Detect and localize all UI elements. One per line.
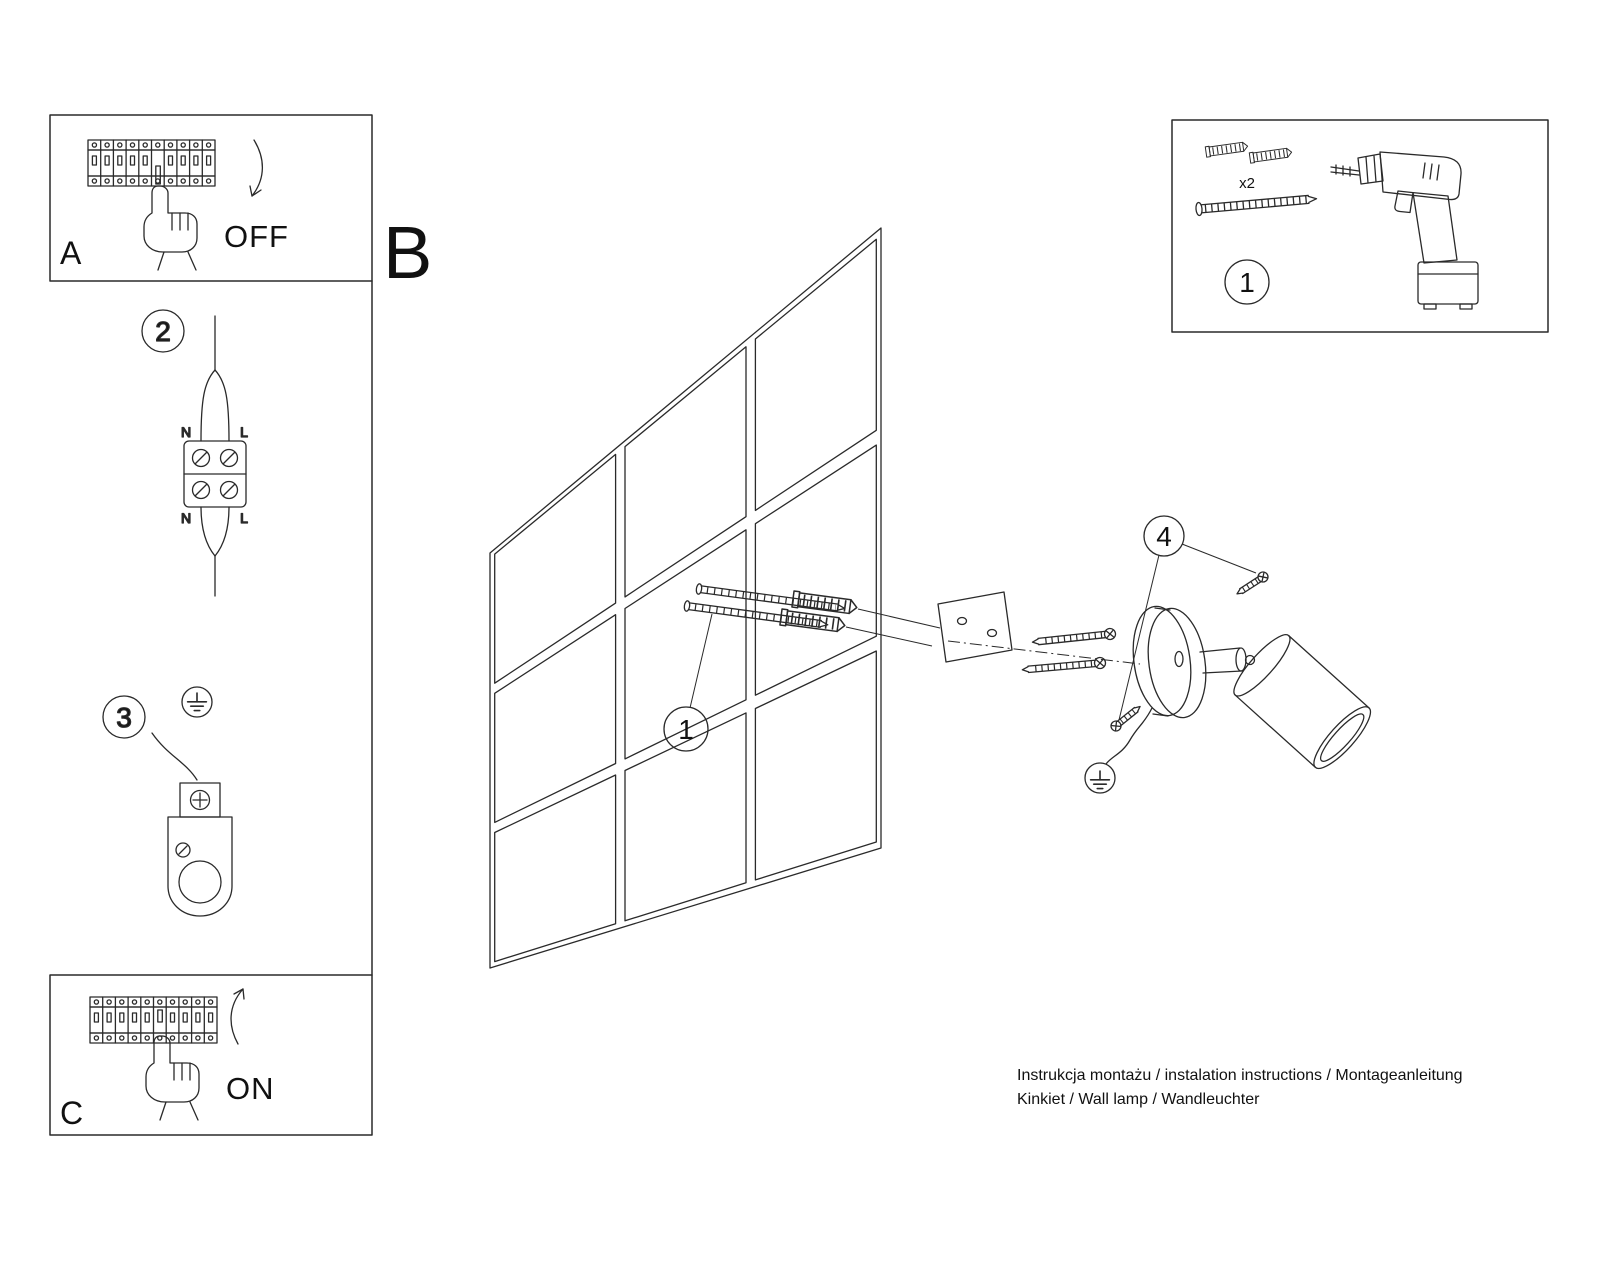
screw-icon: [1236, 571, 1269, 595]
screw-icon: [1021, 656, 1107, 674]
breaker-lever-up: [157, 1009, 163, 1023]
wall-plug-icon: [1249, 147, 1292, 163]
terminal-n-top: N: [181, 424, 191, 440]
center-axis-line: [947, 640, 1141, 665]
screw-icon: [695, 583, 846, 612]
lamp-arm: [1199, 647, 1256, 674]
mounting-bracket: [937, 591, 1013, 663]
dowel-count-label: x2: [1239, 175, 1255, 192]
callout-4-number: 4: [1156, 521, 1172, 552]
terminal-n-bottom: N: [181, 510, 191, 526]
step-3-earth-holder: 3: [102, 686, 233, 917]
caption-line-2: Kinkiet / Wall lamp / Wandleuchter: [1017, 1091, 1260, 1108]
step-c-power-on: ON C: [60, 988, 275, 1131]
step-1-number: 1: [1239, 267, 1255, 298]
wall-fixings: 1: [663, 583, 941, 752]
wall-plug-icon: [1205, 141, 1248, 157]
breaker-lever-down: [155, 165, 161, 185]
canopy: [1132, 605, 1207, 719]
wall-plug-icon: [780, 609, 846, 633]
screw-icon: [1110, 705, 1141, 732]
step-a-power-off: OFF A: [60, 139, 289, 271]
label-on: ON: [226, 1071, 275, 1106]
step-2-number: 2: [155, 316, 171, 347]
drill-icon: [1330, 151, 1479, 310]
earth-wire: [1105, 707, 1153, 765]
arrow-up-icon: [230, 988, 244, 1045]
wall-plug-icon: [792, 591, 858, 615]
tiled-wall: [489, 227, 882, 969]
callout-1-number: 1: [678, 714, 694, 745]
lamp-assembly: 4: [937, 515, 1372, 794]
label-panel-c: C: [60, 1095, 83, 1131]
screw-icon: [1031, 627, 1117, 646]
layout-frame: [49, 114, 1549, 1136]
screw-icon: [1195, 194, 1318, 217]
arrow-down-icon: [251, 139, 264, 197]
label-off: OFF: [224, 219, 289, 254]
caption-line-1: Instrukcja montażu / instalation instruc…: [1017, 1067, 1463, 1084]
step-1-tools-box: x2 1: [1195, 141, 1479, 310]
terminal-l-top: L: [240, 424, 248, 440]
label-section-b: B: [383, 211, 432, 294]
hand-icon: [143, 185, 198, 271]
step-3-number: 3: [116, 702, 132, 733]
step-2-wiring: 2 N L N L: [141, 309, 249, 597]
lamp-head: [1233, 634, 1372, 770]
terminal-l-bottom: L: [240, 510, 248, 526]
captions: Instrukcja montażu / instalation instruc…: [1017, 1067, 1463, 1108]
earth-symbol-icon: [1084, 762, 1116, 794]
hand-icon: [145, 1035, 200, 1121]
label-panel-a: A: [60, 235, 82, 271]
earth-symbol-icon: [181, 686, 213, 718]
